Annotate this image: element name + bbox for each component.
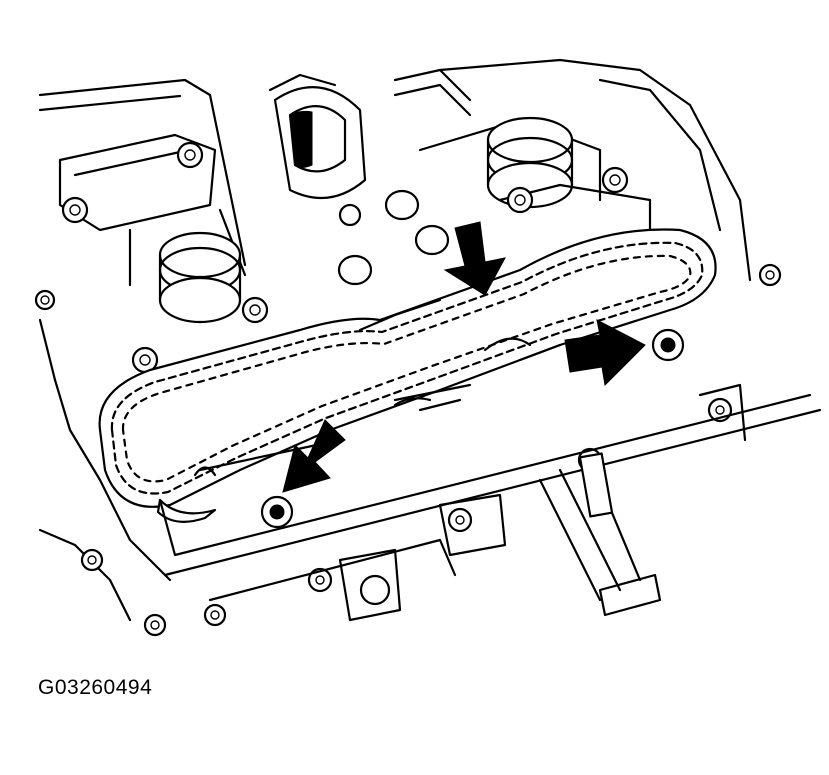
left-camshaft [58,133,247,324]
arrow-right [564,319,646,387]
timing-cover [158,337,822,622]
bolt [307,567,333,593]
timing-chain-illustration [34,58,822,637]
bolt [80,548,104,572]
center-boss [273,86,450,286]
timing-chain [98,228,717,523]
bolt [176,141,204,169]
chain-guide-bolts [260,328,685,529]
bolts [34,141,782,637]
bolt [61,196,89,224]
bolt [34,289,56,311]
bolt [506,186,534,214]
bolt [447,507,473,533]
arrow-down-center [443,221,506,296]
bolt [143,613,167,637]
bolt [203,603,227,627]
arrow-down-left [282,419,346,493]
chain-guide-bolt-left [260,495,294,529]
figure-id-label: G03260494 [38,676,153,699]
right-camshaft [418,116,652,252]
bolt [241,296,269,324]
indicator-arrows [282,221,646,493]
bolt [758,263,782,287]
bolt [601,166,629,194]
chain-guide-bolt-right [651,328,685,362]
